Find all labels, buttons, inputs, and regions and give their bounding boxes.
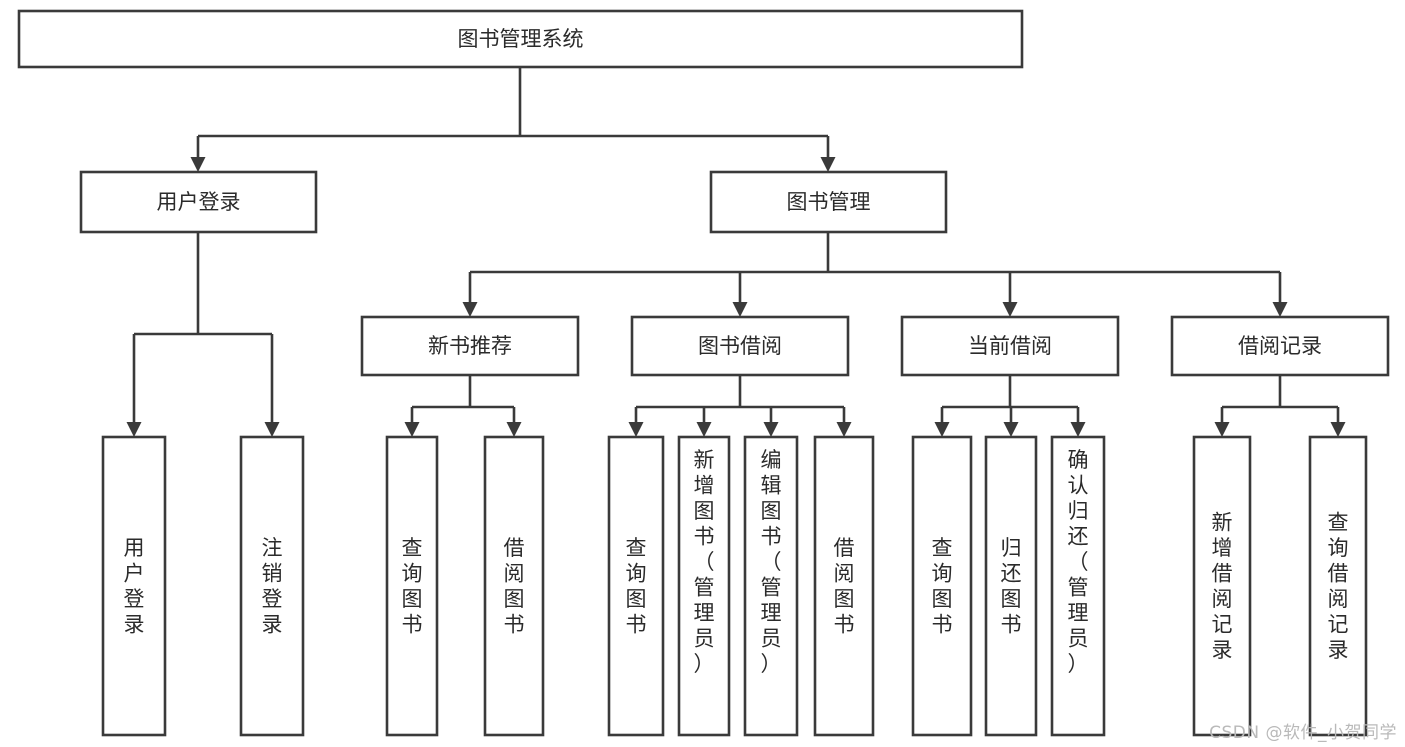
arrow-head-level2_to_level3-1 (732, 302, 748, 317)
connector-record_to_leaves (1214, 375, 1346, 437)
node-label-root: 图书管理系统 (458, 27, 584, 51)
connector-recommend_to_leaves (404, 375, 522, 437)
node-leaf-add-book-admin[interactable]: 新增图书（管理员） (677, 435, 731, 737)
node-box-current-borrow (900, 315, 1120, 377)
node-leaf-query-book-current[interactable]: 查询图书 (911, 435, 973, 737)
node-box-leaf-borrow-book-recommend (483, 435, 545, 737)
node-label-leaf-borrow-book: 借阅图书 (834, 536, 855, 637)
node-box-leaf-query-book-recommend (385, 435, 439, 737)
node-box-user-login (79, 170, 318, 234)
node-label-leaf-user-login: 用户登录 (124, 536, 145, 637)
node-layer: 图书管理系统用户登录图书管理新书推荐图书借阅当前借阅借阅记录用户登录注销登录查询… (17, 9, 1390, 737)
connector-borrow_to_leaves (628, 375, 852, 437)
arrow-head-recommend_to_leaves-1 (506, 422, 522, 437)
node-leaf-return-book[interactable]: 归还图书 (984, 435, 1038, 737)
node-leaf-borrow-book[interactable]: 借阅图书 (813, 435, 875, 737)
node-label-leaf-add-borrow-record: 新增借阅记录 (1212, 510, 1233, 662)
arrow-head-borrow_to_leaves-3 (836, 422, 852, 437)
arrow-head-user_login_to_leaves-0 (126, 422, 142, 437)
node-leaf-query-book-recommend[interactable]: 查询图书 (385, 435, 439, 737)
node-box-leaf-user-login (101, 435, 167, 737)
node-label-book-borrow: 图书借阅 (698, 334, 782, 358)
node-box-leaf-confirm-return-admin (1050, 435, 1106, 737)
node-box-leaf-edit-book-admin (743, 435, 799, 737)
node-box-leaf-logout (239, 435, 305, 737)
node-box-leaf-borrow-book (813, 435, 875, 737)
node-label-user-login: 用户登录 (157, 190, 241, 214)
arrow-head-current_to_leaves-1 (1003, 422, 1019, 437)
node-label-leaf-borrow-book-recommend: 借阅图书 (504, 536, 525, 637)
arrow-head-record_to_leaves-0 (1214, 422, 1230, 437)
node-label-leaf-logout: 注销登录 (262, 536, 283, 637)
node-box-leaf-add-borrow-record (1192, 435, 1252, 737)
node-label-book-management: 图书管理 (787, 190, 871, 214)
arrow-head-current_to_leaves-2 (1070, 422, 1086, 437)
node-label-borrow-record: 借阅记录 (1238, 334, 1322, 358)
connector-layer (126, 67, 1346, 437)
node-label-leaf-confirm-return-admin: 确认归还（管理员） (1068, 448, 1089, 676)
arrow-head-root_to_level2-0 (190, 157, 206, 172)
arrow-head-user_login_to_leaves-1 (264, 422, 280, 437)
node-user-login[interactable]: 用户登录 (79, 170, 318, 234)
node-leaf-user-login[interactable]: 用户登录 (101, 435, 167, 737)
arrow-head-level2_to_level3-2 (1002, 302, 1018, 317)
node-root[interactable]: 图书管理系统 (17, 9, 1024, 69)
arrow-head-borrow_to_leaves-1 (696, 422, 712, 437)
node-label-leaf-add-book-admin: 新增图书（管理员） (694, 448, 715, 676)
arrow-head-root_to_level2-1 (820, 157, 836, 172)
node-box-book-management (709, 170, 948, 234)
node-leaf-query-borrow-record[interactable]: 查询借阅记录 (1308, 435, 1368, 737)
node-label-leaf-query-book-borrow: 查询图书 (626, 536, 647, 637)
node-label-current-borrow: 当前借阅 (968, 334, 1052, 358)
node-new-book-recommend[interactable]: 新书推荐 (360, 315, 580, 377)
node-box-leaf-query-book-current (911, 435, 973, 737)
connector-level2_to_level3 (462, 232, 1288, 317)
connector-current_to_leaves (934, 375, 1086, 437)
node-box-leaf-query-book-borrow (607, 435, 665, 737)
node-box-leaf-add-book-admin (677, 435, 731, 737)
connector-user_login_to_leaves (126, 232, 280, 437)
node-label-leaf-query-book-recommend: 查询图书 (402, 536, 423, 637)
node-leaf-borrow-book-recommend[interactable]: 借阅图书 (483, 435, 545, 737)
node-label-leaf-query-borrow-record: 查询借阅记录 (1328, 510, 1349, 662)
arrow-head-borrow_to_leaves-2 (763, 422, 779, 437)
node-box-new-book-recommend (360, 315, 580, 377)
connector-root_to_level2 (190, 67, 836, 172)
node-leaf-add-borrow-record[interactable]: 新增借阅记录 (1192, 435, 1252, 737)
node-leaf-edit-book-admin[interactable]: 编辑图书（管理员） (743, 435, 799, 737)
node-leaf-query-book-borrow[interactable]: 查询图书 (607, 435, 665, 737)
node-box-leaf-query-borrow-record (1308, 435, 1368, 737)
node-label-leaf-edit-book-admin: 编辑图书（管理员） (761, 448, 782, 676)
arrow-head-current_to_leaves-0 (934, 422, 950, 437)
arrow-head-record_to_leaves-1 (1330, 422, 1346, 437)
node-leaf-confirm-return-admin[interactable]: 确认归还（管理员） (1050, 435, 1106, 737)
node-box-borrow-record (1170, 315, 1390, 377)
node-label-leaf-return-book: 归还图书 (1001, 536, 1022, 637)
node-label-leaf-query-book-current: 查询图书 (932, 536, 953, 637)
node-borrow-record[interactable]: 借阅记录 (1170, 315, 1390, 377)
node-box-leaf-return-book (984, 435, 1038, 737)
node-book-borrow[interactable]: 图书借阅 (630, 315, 850, 377)
node-leaf-logout[interactable]: 注销登录 (239, 435, 305, 737)
arrow-head-borrow_to_leaves-0 (628, 422, 644, 437)
node-book-management[interactable]: 图书管理 (709, 170, 948, 234)
node-box-book-borrow (630, 315, 850, 377)
node-label-new-book-recommend: 新书推荐 (428, 334, 512, 358)
node-box-root (17, 9, 1024, 69)
node-current-borrow[interactable]: 当前借阅 (900, 315, 1120, 377)
arrow-head-recommend_to_leaves-0 (404, 422, 420, 437)
arrow-head-level2_to_level3-3 (1272, 302, 1288, 317)
arrow-head-level2_to_level3-0 (462, 302, 478, 317)
